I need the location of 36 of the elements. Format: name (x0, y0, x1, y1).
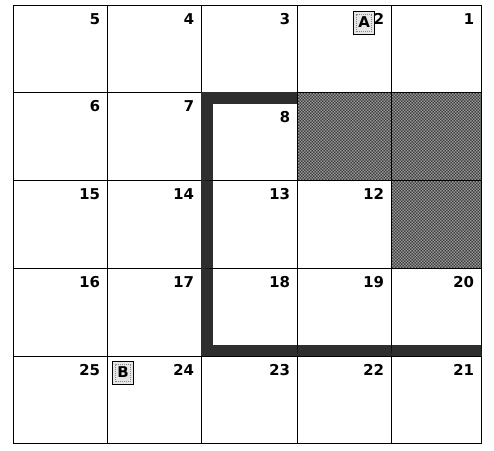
cell-number: 6 (90, 99, 100, 114)
cell-number: 5 (90, 12, 100, 27)
grid-cell (391, 356, 482, 444)
cell-number: 25 (79, 363, 100, 378)
cell-number: 12 (363, 187, 384, 202)
cell-number: 22 (363, 363, 384, 378)
cell-number: 1 (464, 12, 474, 27)
grid-cell (201, 268, 298, 357)
cell-number: 24 (173, 363, 194, 378)
grid-cell (201, 92, 298, 181)
cell-number: 4 (184, 12, 194, 27)
cell-number: 21 (453, 363, 474, 378)
shaded-cell (391, 180, 482, 269)
cell-number: 7 (184, 99, 194, 114)
cell-number: 3 (280, 12, 290, 27)
cell-number: 2 (374, 12, 384, 27)
shaded-cell (391, 92, 482, 181)
cell-number: 15 (79, 187, 100, 202)
grid-cell (297, 356, 392, 444)
grid-cell (391, 268, 482, 357)
cell-number: 17 (173, 275, 194, 290)
cell-number: 23 (269, 363, 290, 378)
cell-number: 16 (79, 275, 100, 290)
grid-cell (201, 356, 298, 444)
cell-number: 14 (173, 187, 194, 202)
marker-tile: A (353, 11, 375, 35)
grid-cell (13, 356, 108, 444)
marker-tile: B (112, 361, 134, 385)
cell-number: 8 (280, 110, 290, 125)
cell-number: 18 (269, 275, 290, 290)
grid-cell (13, 5, 108, 93)
cell-number: 19 (363, 275, 384, 290)
grid-cell (391, 5, 482, 93)
shaded-cell (297, 92, 392, 181)
cell-number: 20 (453, 275, 474, 290)
cell-number: 13 (269, 187, 290, 202)
